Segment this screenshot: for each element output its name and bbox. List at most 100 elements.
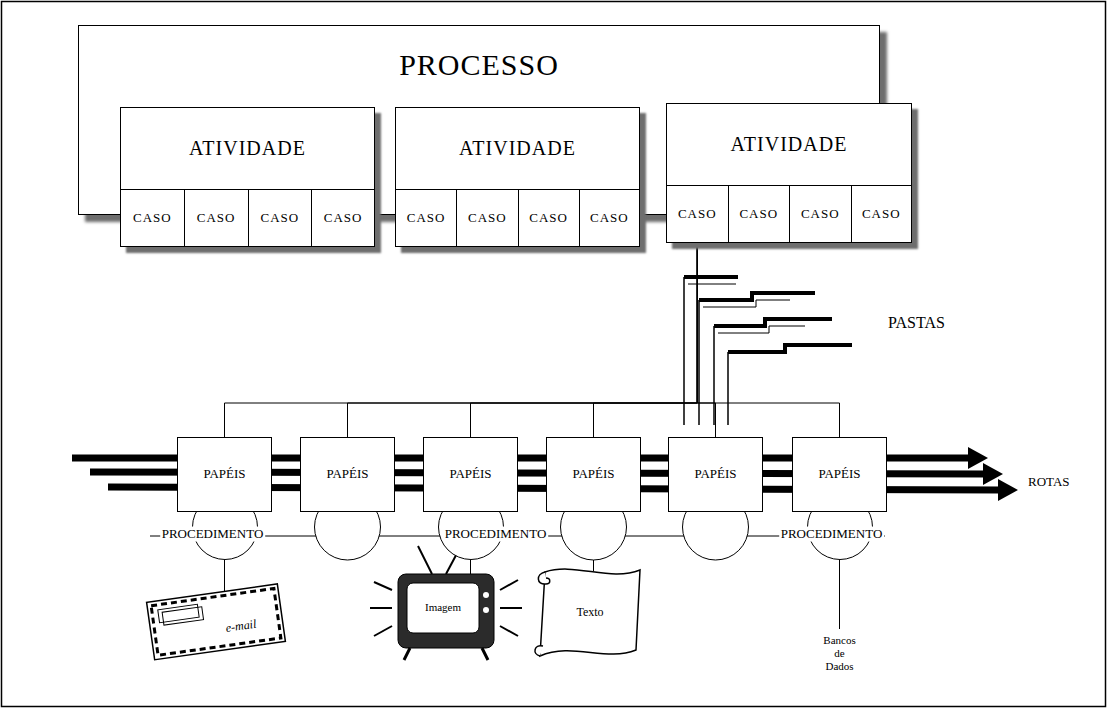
- paper-label: PAPÉIS: [326, 467, 368, 482]
- media-leaders: [225, 560, 840, 629]
- envelope-icon: [147, 584, 286, 660]
- folder-tab: [728, 345, 852, 352]
- paper-box: PAPÉIS: [668, 437, 763, 512]
- case-cell: CASO: [666, 185, 729, 243]
- leader-line: [224, 560, 225, 591]
- case-cell: CASO: [456, 189, 518, 247]
- paper-label: PAPÉIS: [203, 467, 245, 482]
- leader-line: [839, 560, 840, 629]
- database-label: Bancos de Dados: [821, 634, 859, 674]
- case-cell: CASO: [518, 189, 580, 247]
- case-label: CASO: [324, 211, 363, 226]
- paper-box: PAPÉIS: [546, 437, 641, 512]
- case-label: CASO: [468, 211, 507, 226]
- connector: [697, 243, 839, 437]
- paper-label: PAPÉIS: [818, 467, 860, 482]
- tv-rays: [370, 580, 522, 636]
- leader-line: [593, 560, 594, 571]
- case-label: CASO: [529, 211, 568, 226]
- process-title: PROCESSO: [399, 48, 559, 83]
- case-cell: CASO: [184, 189, 249, 247]
- case-label: CASO: [862, 207, 901, 222]
- image-label: Imagem: [425, 601, 461, 614]
- case-cell: CASO: [120, 189, 185, 247]
- paper-label: PAPÉIS: [572, 467, 614, 482]
- folder-edge: [698, 300, 700, 425]
- connector: [348, 243, 698, 437]
- activity-box: ATIVIDADE CASO CASO CASO CASO: [120, 107, 375, 247]
- connector: [594, 243, 698, 437]
- tv-leg: [404, 648, 410, 660]
- case-cell: CASO: [728, 185, 791, 243]
- case-cell: CASO: [248, 189, 313, 247]
- envelope-stripes: [151, 588, 281, 655]
- envelope-window: [162, 607, 203, 625]
- scroll-sheet: [540, 569, 640, 656]
- paper-box: PAPÉIS: [300, 437, 395, 512]
- connector: [697, 243, 715, 437]
- tv-screen: [407, 583, 479, 633]
- case-label: CASO: [133, 211, 172, 226]
- tv-body: [398, 574, 494, 648]
- folder-edge: [727, 352, 729, 425]
- activity-title: ATIVIDADE: [189, 137, 306, 160]
- paper-label: PAPÉIS: [449, 467, 491, 482]
- text-label: Texto: [576, 605, 603, 619]
- tv-antenna: [418, 546, 432, 574]
- folder-tab-inner: [703, 300, 790, 307]
- activity-box: ATIVIDADE CASO CASO CASO CASO: [666, 103, 912, 243]
- route-head: [998, 479, 1018, 501]
- paper-box: PAPÉIS: [792, 437, 887, 512]
- case-cell: CASO: [789, 185, 852, 243]
- paper-label: PAPÉIS: [694, 467, 736, 482]
- envelope-body: [147, 584, 286, 660]
- folders-label: PASTAS: [888, 313, 945, 332]
- case-label: CASO: [261, 211, 300, 226]
- procedure-label: PROCEDIMENTO: [443, 527, 549, 542]
- scroll-icon: [535, 569, 640, 656]
- email-label: e-mail: [225, 617, 257, 636]
- tv-ray: [500, 580, 518, 590]
- tv-ray: [370, 607, 392, 609]
- scroll-curl: [538, 572, 549, 584]
- routes-label: ROTAS: [1028, 474, 1070, 490]
- route-heads: [968, 447, 1018, 501]
- tv-knob: [483, 592, 489, 598]
- activity-title: ATIVIDADE: [459, 137, 576, 160]
- tv-ray: [500, 607, 522, 609]
- connector: [225, 243, 698, 437]
- activity-title: ATIVIDADE: [731, 133, 848, 156]
- connector: [471, 243, 698, 437]
- tv-knob: [483, 607, 489, 613]
- folder-tab-inner: [718, 326, 805, 333]
- procedure-label: PROCEDIMENTO: [779, 527, 885, 542]
- paper-box: PAPÉIS: [423, 437, 518, 512]
- case-label: CASO: [801, 207, 840, 222]
- case-cell: CASO: [311, 189, 375, 247]
- case-label: CASO: [590, 211, 629, 226]
- tv-ray: [374, 626, 392, 636]
- case-label: CASO: [407, 211, 446, 226]
- activity-box: ATIVIDADE CASO CASO CASO CASO: [395, 107, 640, 247]
- case-cell: CASO: [395, 189, 457, 247]
- folder-edge: [713, 326, 715, 425]
- case-cell: CASO: [851, 185, 913, 243]
- folder-tab: [699, 293, 815, 300]
- tv-ray: [374, 582, 392, 590]
- tv-ray: [500, 626, 518, 636]
- folder-tab: [684, 275, 738, 279]
- procedure-label: PROCEDIMENTO: [160, 527, 266, 542]
- case-cell: CASO: [579, 189, 640, 247]
- process-box: PROCESSOATIVIDADECASOCASOCASOCASOATIVIDA…: [78, 25, 880, 215]
- scroll-curl: [535, 646, 543, 656]
- case-label: CASO: [197, 211, 236, 226]
- folder-tab-inner: [688, 284, 736, 285]
- tv-icon: [370, 544, 522, 660]
- envelope-window: [158, 604, 199, 622]
- paper-box: PAPÉIS: [177, 437, 272, 512]
- case-label: CASO: [678, 207, 717, 222]
- folder-tab: [714, 319, 832, 326]
